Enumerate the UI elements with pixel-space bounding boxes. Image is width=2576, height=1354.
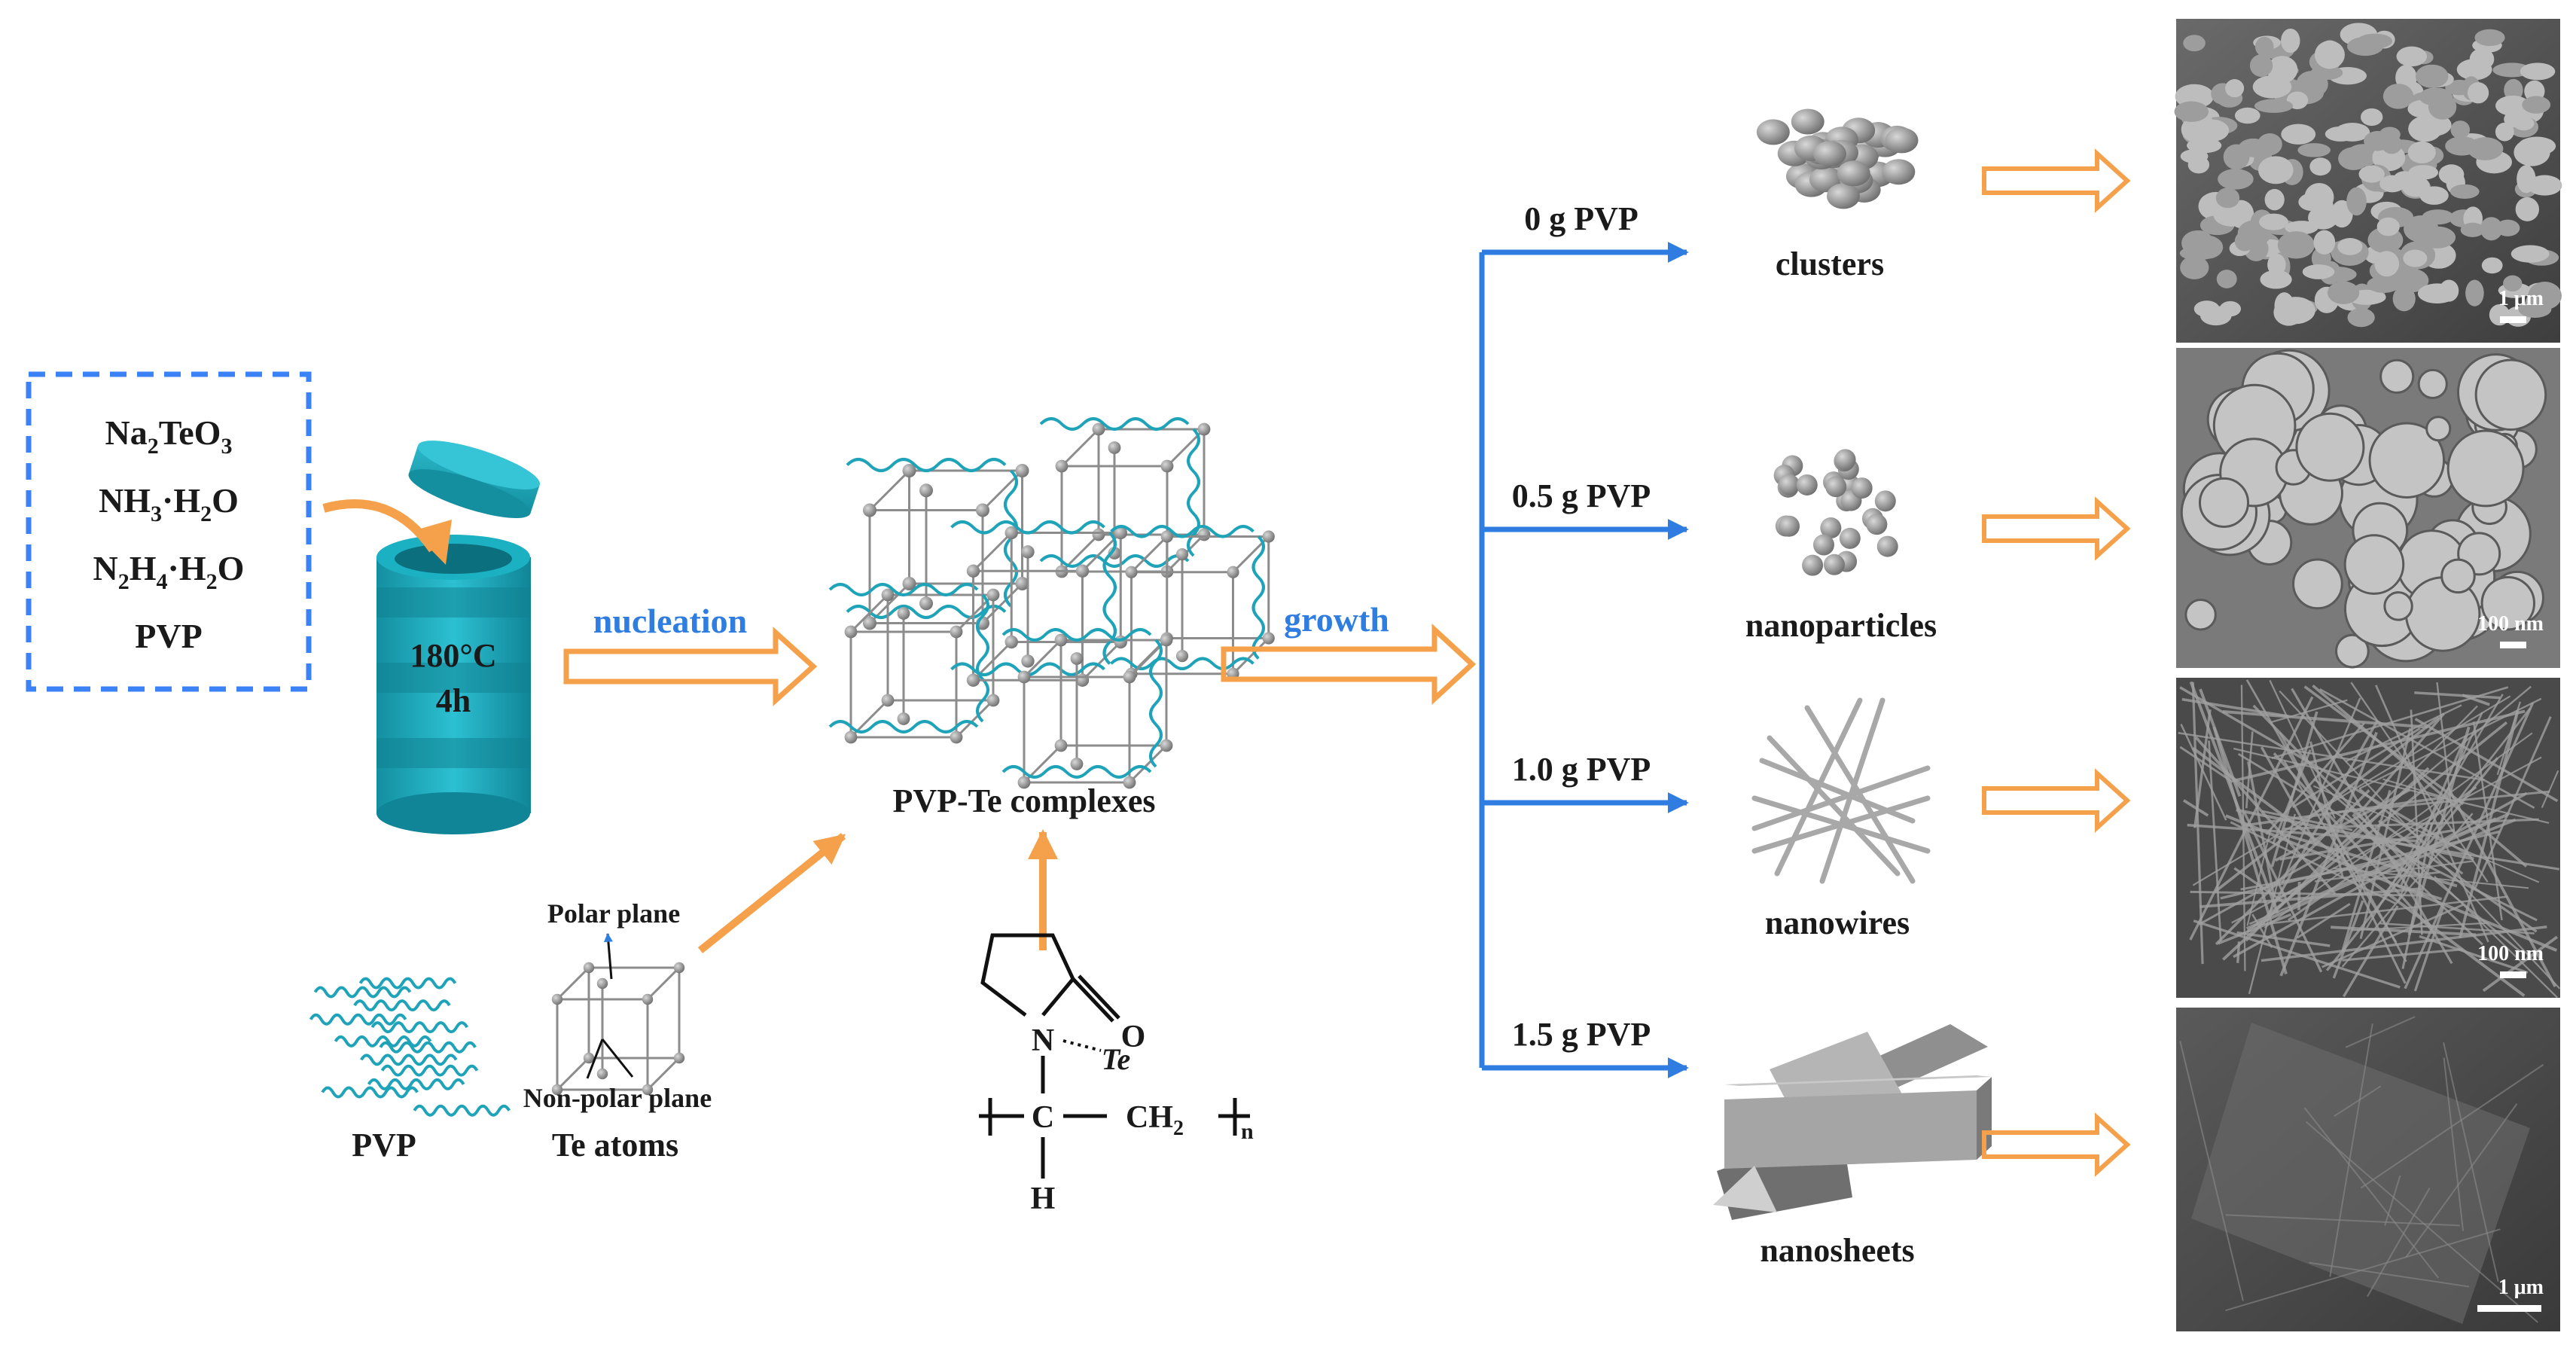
autoclave-time: 4h <box>436 682 471 719</box>
structure-n: N <box>1032 1023 1054 1058</box>
sem-arrow-2 <box>1982 768 2131 833</box>
reagent-pvp: PVP <box>135 617 202 655</box>
reagent-na2teo3: Na2TeO3 <box>105 413 233 459</box>
nonpolar-plane-label: Non-polar plane <box>523 1083 712 1113</box>
pvp-chain-7 <box>360 1054 458 1066</box>
te-atoms-lattice-icon <box>551 962 685 1096</box>
nanosheets-icon <box>1713 1024 1992 1220</box>
structure-te: Te <box>1102 1042 1131 1076</box>
sem-panel-3: 1 μm <box>2176 1008 2560 1331</box>
branch-amount-2: 1.0 g PVP <box>1512 751 1651 788</box>
pvp-chains-icon <box>309 977 511 1117</box>
structure-c: C <box>1032 1100 1054 1135</box>
reagent-box <box>26 371 312 692</box>
structure-n-repeat: n <box>1241 1119 1254 1144</box>
polar-plane-pointer <box>603 932 613 980</box>
complex-lattice-0 <box>846 458 1029 630</box>
autoclave-icon <box>376 535 531 834</box>
pvp-chain-3 <box>309 1013 407 1026</box>
sem-scale-bar-2 <box>2500 971 2526 978</box>
pvp-chain-8 <box>380 1064 479 1077</box>
sem-panel-2: 100 nm <box>2176 678 2561 999</box>
product-label-0: clusters <box>1776 245 1884 282</box>
pvp-chain-0 <box>358 977 457 990</box>
n-te-dotted-bond <box>1062 1039 1102 1052</box>
sem-arrow-3 <box>1982 1112 2131 1177</box>
pvp-chain-9 <box>367 1078 465 1090</box>
sem-scale-label-3: 1 μm <box>2498 1276 2544 1299</box>
nonpolar-plane-pointer-1 <box>586 1038 604 1079</box>
sem-arrow-group <box>1982 148 2131 1177</box>
reagent-nh3h2o: NH3·H2O <box>99 481 239 526</box>
sem-panel-1: 100 nm <box>2176 348 2560 669</box>
pvp-chain-1 <box>313 986 412 999</box>
structure-ch2: CH2 <box>1126 1100 1184 1140</box>
sem-scale-label-1: 100 nm <box>2477 612 2544 636</box>
sem-panel-0: 1 μm <box>2174 19 2562 343</box>
sem-arrow-0 <box>1982 148 2131 213</box>
growth-arrow <box>1221 624 1477 705</box>
structure-o: O <box>1121 1020 1146 1054</box>
sem-panel-group: 1 μm 100 nm 100 nm 1 μm <box>2174 19 2562 1331</box>
growth-label: growth <box>1284 600 1389 639</box>
autoclave-temperature: 180°C <box>410 637 496 674</box>
polar-plane-label: Polar plane <box>547 898 680 929</box>
pvp-chain-6 <box>379 1041 477 1054</box>
sem-arrow-1 <box>1982 496 2131 561</box>
nucleation-arrow <box>563 627 818 706</box>
pvp-structure-drawing <box>979 933 1250 1179</box>
nucleation-label: nucleation <box>593 602 747 640</box>
pvp-chain-10 <box>321 1086 419 1099</box>
pvp-chain-11 <box>413 1104 511 1117</box>
product-label-1: nanoparticles <box>1745 607 1937 644</box>
nonpolar-plane-pointer-2 <box>601 1038 634 1078</box>
nanowires-icon <box>1751 697 1931 884</box>
te-lattice-cube <box>551 962 685 1096</box>
complex-lattice-2 <box>828 583 1000 744</box>
branch-amount-0: 0 g PVP <box>1524 200 1639 237</box>
sem-scale-label-0: 1 μm <box>2498 287 2544 310</box>
pvp-label: PVP <box>352 1127 416 1163</box>
product-label-3: nanosheets <box>1760 1232 1914 1269</box>
te-atoms-label: Te atoms <box>552 1127 678 1163</box>
sem-scale-bar-1 <box>2500 642 2526 648</box>
branch-group: 0 g PVP clusters 0.5 g PVP nanoparticles 1.0… <box>1482 200 1937 1269</box>
nanoparticles-icon <box>1773 449 1898 576</box>
complex-lattice-5 <box>1001 628 1173 789</box>
sem-scale-bar-3 <box>2477 1305 2541 1312</box>
structure-h: H <box>1031 1182 1056 1216</box>
sem-scale-bar-0 <box>2500 316 2526 323</box>
complex-lattice-4 <box>1110 525 1275 680</box>
pvp-chain-4 <box>370 1021 469 1034</box>
branch-amount-3: 1.5 g PVP <box>1512 1016 1651 1053</box>
clusters-icon <box>1756 108 1919 209</box>
reagent-n2h4h2o: N2H4·H2O <box>93 549 245 594</box>
complex-lattice-1 <box>1039 417 1211 578</box>
pvp-te-complexes-cluster <box>828 417 1275 789</box>
lid-curved-arrow-head <box>413 520 452 565</box>
product-label-2: nanowires <box>1765 904 1910 941</box>
complex-label: PVP-Te complexes <box>892 782 1155 819</box>
te-to-complex-arrow <box>697 833 846 953</box>
autoclave-lid-icon <box>408 441 541 518</box>
pvp-chain-2 <box>353 999 451 1012</box>
branch-amount-1: 0.5 g PVP <box>1512 477 1651 514</box>
pvp-chain-5 <box>334 1035 432 1048</box>
sem-scale-label-2: 100 nm <box>2477 942 2544 965</box>
